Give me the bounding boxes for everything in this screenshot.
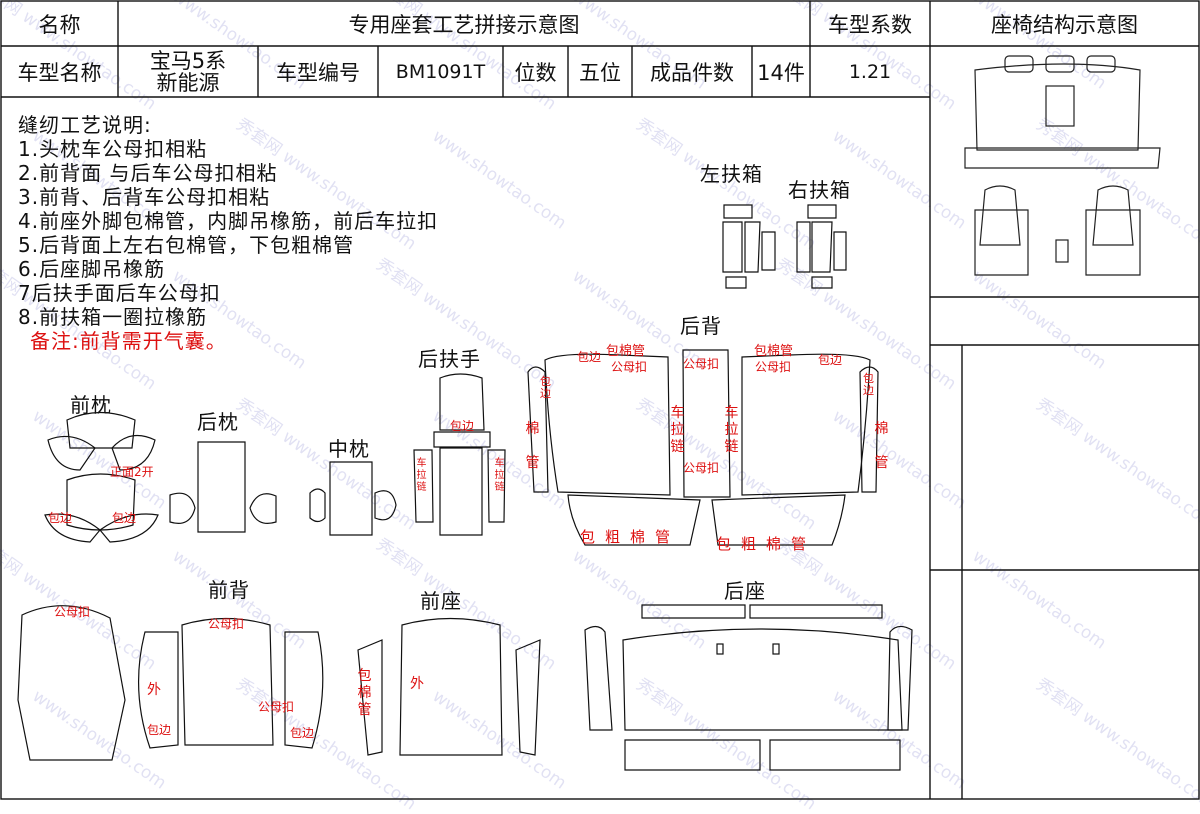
front-back-pieces: [17, 605, 324, 761]
model-name-value: 宝马5系 新能源: [118, 46, 258, 97]
binding-note: 包边: [48, 511, 73, 525]
snap-note: 公母扣: [208, 617, 245, 631]
right-armbox-label: 右扶箱: [788, 178, 851, 202]
name-label: 名称: [38, 12, 81, 37]
binding-note: 包边: [577, 350, 602, 364]
pieces-label: 成品件数: [650, 60, 734, 85]
thick-pipe-note: 包粗棉管: [580, 528, 681, 546]
binding-char: 包: [863, 372, 874, 385]
rear-back-label: 后背: [680, 314, 722, 338]
binding-char: 包: [540, 375, 551, 388]
rear-headrest-pieces: [169, 441, 277, 533]
seat-structure-sketch: [964, 55, 1161, 276]
rear-back-pieces: [527, 349, 879, 546]
page-title: 专用座套工艺拼接示意图: [348, 12, 580, 37]
front-open-note: 正面2开: [110, 465, 154, 479]
coef-value: 1.21: [848, 60, 892, 83]
cotton-pipe-note-vertical: 包棉管: [357, 668, 372, 718]
binding-char: 边: [863, 384, 874, 397]
rear-seat-pieces: [584, 604, 913, 771]
binding-note: 包边: [818, 353, 843, 367]
pieces-value: 14件: [757, 60, 805, 85]
rear-headrest-label: 后枕: [197, 410, 239, 434]
pipe-note-vertical: 棉管: [874, 421, 889, 471]
left-armbox-label: 左扶箱: [700, 162, 763, 186]
binding-note: 包边: [147, 723, 172, 737]
note-item: 4.前座外脚包棉管，内脚吊橡筋，前后车拉扣: [18, 209, 439, 233]
zipper-note-vertical: 车拉链: [724, 405, 739, 455]
structure-title: 座椅结构示意图: [991, 12, 1138, 37]
binding-note-vertical: 包边: [538, 376, 553, 400]
outer-note: 外: [147, 682, 161, 698]
binding-note-vertical: 包边: [861, 373, 876, 397]
model-name-line2: 新能源: [156, 70, 220, 95]
outer-note: 外: [410, 676, 424, 692]
front-seat-label: 前座: [420, 589, 462, 613]
front-headrest-label: 前枕: [70, 393, 112, 417]
snap-note: 公母扣: [683, 461, 720, 475]
model-name-line1: 宝马5系: [149, 48, 227, 73]
snap-note: 公母扣: [611, 360, 648, 374]
rear-armrest-pieces: [413, 373, 506, 536]
binding-char: 边: [540, 387, 551, 400]
snap-note: 公母扣: [54, 605, 91, 619]
note-item: 8.前扶箱一圈拉橡筋: [18, 305, 208, 329]
note-item: 3.前背、后背车公母扣相粘: [18, 185, 271, 209]
seats-value: 五位: [579, 60, 621, 85]
middle-headrest-pieces: [309, 461, 397, 536]
model-code-label: 车型编号: [276, 60, 360, 85]
cotton-pipe-note: 包棉管: [606, 344, 646, 359]
front-back-label: 前背: [208, 578, 250, 602]
remark: 备注:前背需开气囊。: [30, 329, 227, 353]
binding-note: 包边: [450, 419, 475, 433]
front-seat-pieces: [357, 617, 541, 756]
note-item: 1.头枕车公母扣相粘: [18, 137, 208, 161]
seats-label: 位数: [514, 60, 557, 85]
model-name-label: 车型名称: [17, 60, 102, 85]
note-item: 5.后背面上左右包棉管，下包粗棉管: [18, 233, 355, 257]
zipper-note-vertical: 车拉链: [416, 458, 427, 493]
sewing-notes: 缝纫工艺说明: 1.头枕车公母扣相粘 2.前背面 与后车公母扣相粘 3.前背、后…: [18, 113, 438, 353]
pipe-note-vertical: 棉管: [525, 421, 540, 471]
cotton-pipe-note: 包棉管: [754, 344, 794, 359]
note-item: 2.前背面 与后车公母扣相粘: [18, 161, 278, 185]
rear-seat-label: 后座: [724, 579, 766, 603]
front-headrest-pieces: [44, 411, 159, 543]
note-item: 6.后座脚吊橡筋: [18, 257, 166, 281]
binding-note: 包边: [290, 726, 315, 740]
binding-note: 包边: [112, 511, 137, 525]
snap-note: 公母扣: [683, 357, 720, 371]
snap-note: 公母扣: [258, 700, 295, 714]
model-code-value: BM1091T: [395, 60, 486, 83]
zipper-note-vertical: 车拉链: [494, 458, 505, 493]
snap-note: 公母扣: [755, 360, 792, 374]
note-item: 7后扶手面后车公母扣: [18, 281, 221, 305]
armbox-pieces: [722, 204, 847, 289]
zipper-note-vertical: 车拉链: [670, 405, 685, 455]
thick-pipe-note: 包粗棉管: [716, 535, 817, 553]
coef-label: 车型系数: [828, 12, 912, 37]
notes-title: 缝纫工艺说明:: [18, 113, 152, 137]
rear-armrest-label: 后扶手: [418, 347, 481, 371]
middle-headrest-label: 中枕: [328, 437, 370, 461]
